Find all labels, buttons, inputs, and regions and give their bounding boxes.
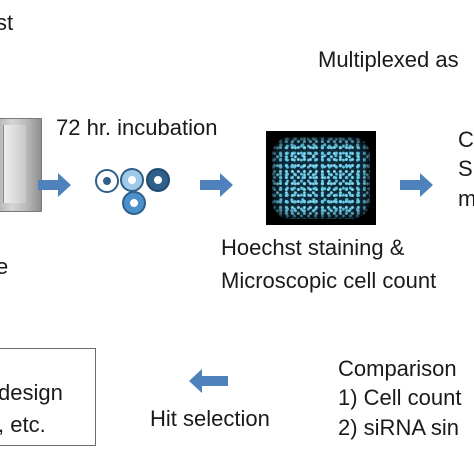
multiplexed-assay-label: Multiplexed as (318, 47, 459, 72)
comparison-title: Comparison (338, 356, 457, 381)
comparison-item-1: 1) Cell count (338, 385, 462, 410)
left-fragment: e (0, 254, 9, 279)
design-line-2: , etc. (0, 412, 46, 437)
right-fragment-1: C (458, 127, 474, 152)
design-line-1: design (0, 380, 63, 405)
arrow-left-icon (189, 369, 228, 393)
arrow-right-icon (400, 173, 433, 197)
staining-label: Hoechst staining & (221, 235, 405, 260)
culture-plate-image (0, 118, 42, 212)
cell-count-label: Microscopic cell count (221, 268, 437, 293)
comparison-item-2: 2) siRNA sin (338, 415, 460, 440)
microscopy-image (266, 131, 376, 225)
right-fragment-2: S (458, 156, 473, 181)
incubation-label: 72 hr. incubation (56, 115, 218, 140)
right-fragment-3: m (458, 186, 474, 211)
arrow-right-icon (200, 173, 233, 197)
design-box (0, 348, 96, 446)
arrow-right-icon (38, 173, 71, 197)
top-left-fragment: st (0, 10, 14, 35)
hit-selection-label: Hit selection (150, 406, 270, 431)
cells-icon (95, 168, 170, 215)
